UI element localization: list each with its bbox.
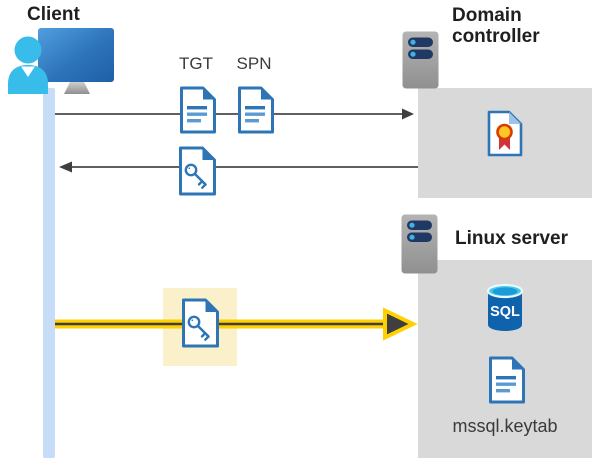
spn-label: SPN [236,54,272,73]
monitor-stand [64,82,90,94]
keytab-document-icon [489,356,525,404]
tgt-spn-request-arrow [55,108,414,120]
sql-text: SQL [490,304,520,320]
client-label: Client [27,4,80,25]
sql-connection-arrow [55,307,418,341]
monitor-screen [38,28,114,82]
workstation-user-icon [8,28,114,94]
service-ticket-key-document-icon [182,298,219,348]
tgt-document-icon [180,86,216,134]
linux-server-icon [401,214,438,274]
certificate-icon [487,110,523,157]
tgt-label: TGT [179,54,213,73]
person-glyph [8,36,48,94]
keytab-label: mssql.keytab [452,416,558,436]
domain-controller-label: Domain controller [452,5,540,47]
client-lifeline [43,88,55,458]
key-document-icon [179,146,216,196]
domain-controller-server-icon [402,31,439,89]
sql-database-icon: SQL [486,283,524,331]
linux-server-label: Linux server [455,228,568,249]
spn-document-icon [238,86,274,134]
ticket-response-arrow [59,161,418,173]
